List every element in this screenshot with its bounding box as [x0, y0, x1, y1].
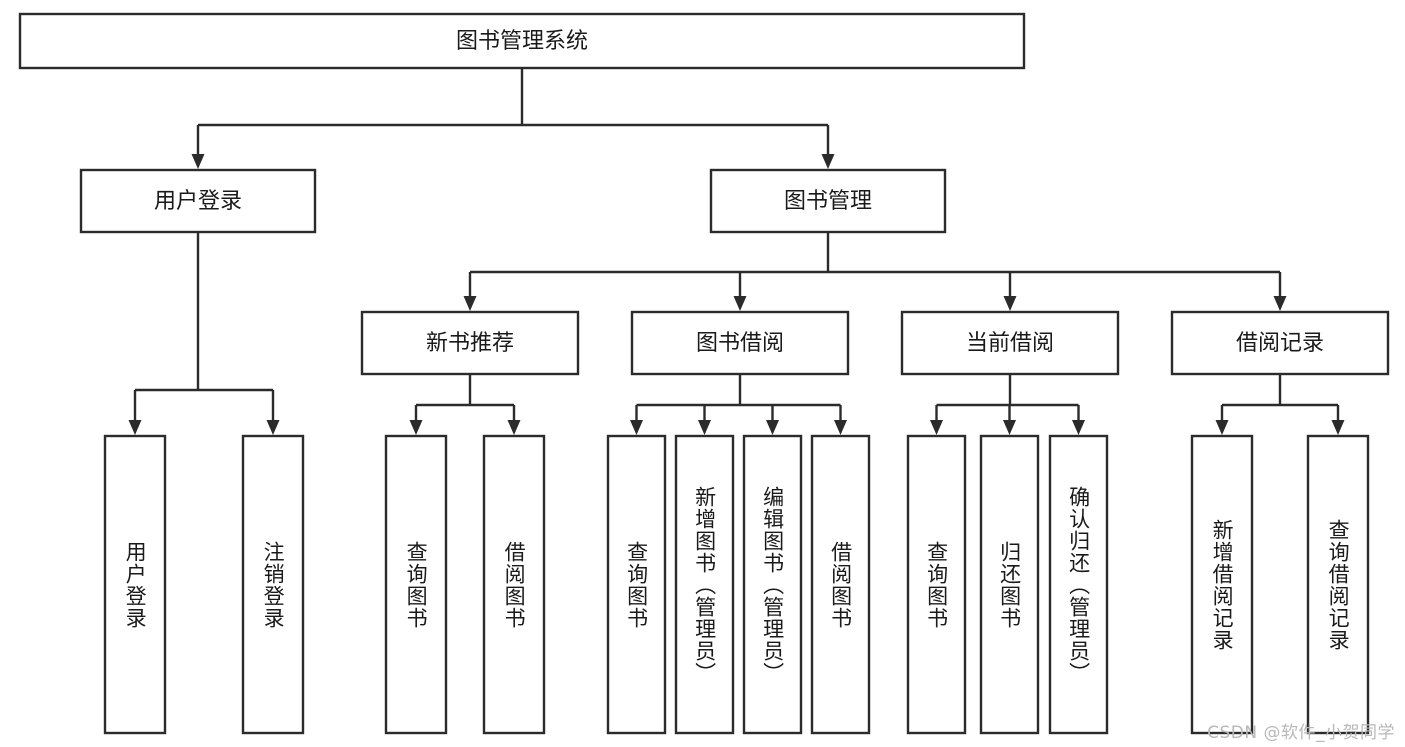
arrow-head-icon	[698, 420, 711, 435]
root-node-rect	[18, 12, 1026, 70]
node-label-borrow-records: 借阅记录	[1236, 331, 1324, 356]
leaf-node-rect	[241, 434, 305, 735]
arrow-head-icon	[834, 420, 847, 435]
node-add-book-admin[interactable]	[674, 434, 735, 735]
leaf-node-rect	[906, 434, 967, 735]
node-user-login-do[interactable]	[103, 434, 167, 735]
leaf-node-rect	[384, 434, 448, 735]
leaf-node-rect	[979, 434, 1040, 735]
leaf-node-rect	[742, 434, 803, 735]
level2-node-rect	[709, 168, 947, 234]
node-label-user-login: 用户登录	[154, 189, 242, 214]
node-confirm-return-admin[interactable]	[1048, 434, 1109, 735]
node-edit-book-admin[interactable]	[742, 434, 803, 735]
leaf-node-rect	[482, 434, 546, 735]
arrow-head-icon	[630, 420, 643, 435]
arrow-head-icon	[766, 420, 779, 435]
arrow-head-icon	[1072, 420, 1085, 435]
node-current-borrow[interactable]: 当前借阅	[900, 310, 1120, 376]
arrow-head-icon	[1331, 420, 1345, 435]
leaf-node-rect	[1190, 434, 1254, 735]
level3-node-rect	[630, 310, 850, 376]
arrow-head-icon	[191, 154, 205, 169]
leaf-node-rect	[606, 434, 667, 735]
watermark: CSDN @软件_小贺同学	[1207, 723, 1395, 743]
node-borrow-records[interactable]: 借阅记录	[1170, 310, 1390, 376]
arrow-head-icon	[507, 420, 521, 435]
leaf-node-rect	[810, 434, 871, 735]
arrow-head-icon	[733, 296, 747, 311]
node-label-current-borrow: 当前借阅	[966, 331, 1054, 356]
node-label-book-borrow: 图书借阅	[696, 331, 784, 356]
level2-node-rect	[79, 168, 317, 234]
arrow-head-icon	[463, 296, 477, 311]
node-query-book-3[interactable]	[906, 434, 967, 735]
node-user-login[interactable]: 用户登录	[79, 168, 317, 234]
node-query-borrow-record[interactable]	[1306, 434, 1370, 735]
node-add-borrow-record[interactable]	[1190, 434, 1254, 735]
arrow-head-icon	[1273, 296, 1287, 311]
node-borrow-book-1[interactable]	[482, 434, 546, 735]
node-label-book-management: 图书管理	[784, 189, 872, 214]
level3-node-rect	[360, 310, 580, 376]
node-new-book-recommend[interactable]: 新书推荐	[360, 310, 580, 376]
leaf-node-rect	[103, 434, 167, 735]
connector-layer	[128, 68, 1345, 435]
node-borrow-book-2[interactable]	[810, 434, 871, 735]
leaf-node-rect	[1048, 434, 1109, 735]
node-user-logout[interactable]	[241, 434, 305, 735]
arrow-head-icon	[1003, 296, 1017, 311]
arrow-head-icon	[1215, 420, 1229, 435]
node-label-new-book-recommend: 新书推荐	[426, 331, 514, 356]
node-query-book-1[interactable]	[384, 434, 448, 735]
node-book-management[interactable]: 图书管理	[709, 168, 947, 234]
node-query-book-2[interactable]	[606, 434, 667, 735]
arrow-head-icon	[1003, 420, 1016, 435]
arrow-head-icon	[930, 420, 943, 435]
leaf-node-rect	[1306, 434, 1370, 735]
node-return-book[interactable]	[979, 434, 1040, 735]
arrow-head-icon	[821, 154, 835, 169]
level3-node-rect	[1170, 310, 1390, 376]
node-book-borrow[interactable]: 图书借阅	[630, 310, 850, 376]
arrow-head-icon	[128, 420, 142, 435]
arrow-head-icon	[409, 420, 423, 435]
leaf-node-rect	[674, 434, 735, 735]
node-root[interactable]: 图书管理系统	[18, 12, 1026, 70]
node-label-root: 图书管理系统	[456, 29, 588, 54]
arrow-head-icon	[266, 420, 280, 435]
level3-node-rect	[900, 310, 1120, 376]
